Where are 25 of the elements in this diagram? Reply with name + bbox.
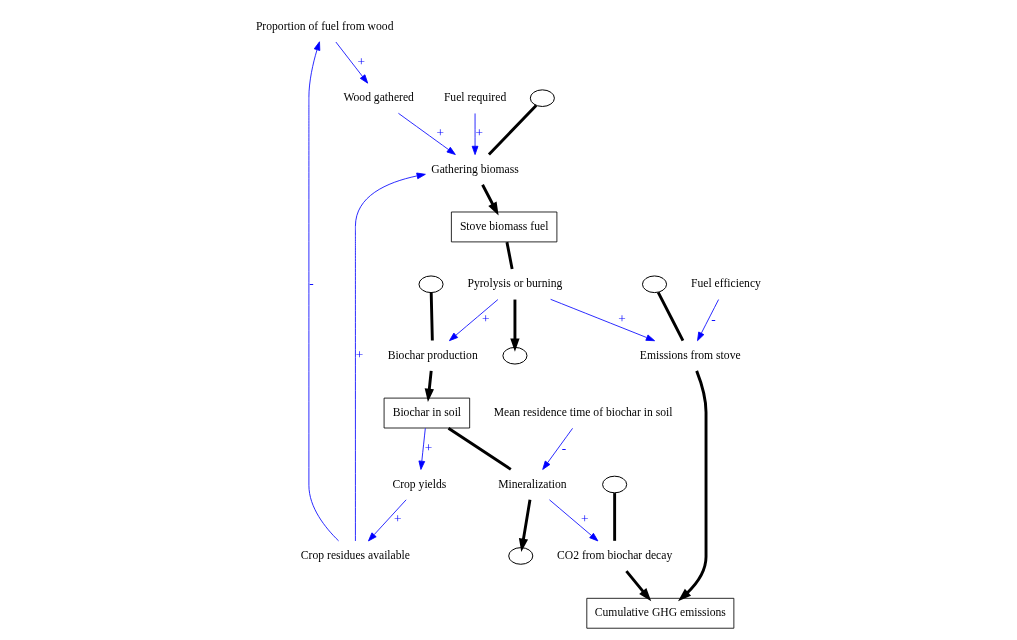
node-text: Emissions from stove <box>639 348 741 362</box>
node-text: Mineralization <box>498 477 567 491</box>
edge-label: - <box>561 439 567 455</box>
edge-label: + <box>618 311 626 327</box>
edge-label: + <box>424 439 433 455</box>
edge-label: - <box>309 275 314 291</box>
edge-label: + <box>475 125 483 141</box>
edge-label: - <box>711 311 716 327</box>
node-text: Biochar production <box>387 348 478 362</box>
node-text: Crop yields <box>392 477 447 491</box>
edge-label: + <box>355 346 364 362</box>
node-text: Mean residence time of biochar in soil <box>493 406 673 420</box>
edge-label: + <box>357 53 365 69</box>
node-text: CO2 from biochar decay <box>557 549 673 563</box>
node-text: Pyrolysis or burning <box>467 277 563 291</box>
node-text: Fuel efficiency <box>691 277 761 291</box>
node-text: Proportion of fuel from wood <box>255 19 394 33</box>
edge-label: + <box>580 511 589 527</box>
node-text: Wood gathered <box>343 91 414 105</box>
edge-label: + <box>482 311 490 327</box>
node-text: Fuel required <box>443 91 507 105</box>
node-text: Gathering biomass <box>431 162 519 176</box>
node-text: Crop residues available <box>300 549 410 563</box>
edge-label: + <box>394 511 402 527</box>
edge-label: + <box>436 125 444 141</box>
